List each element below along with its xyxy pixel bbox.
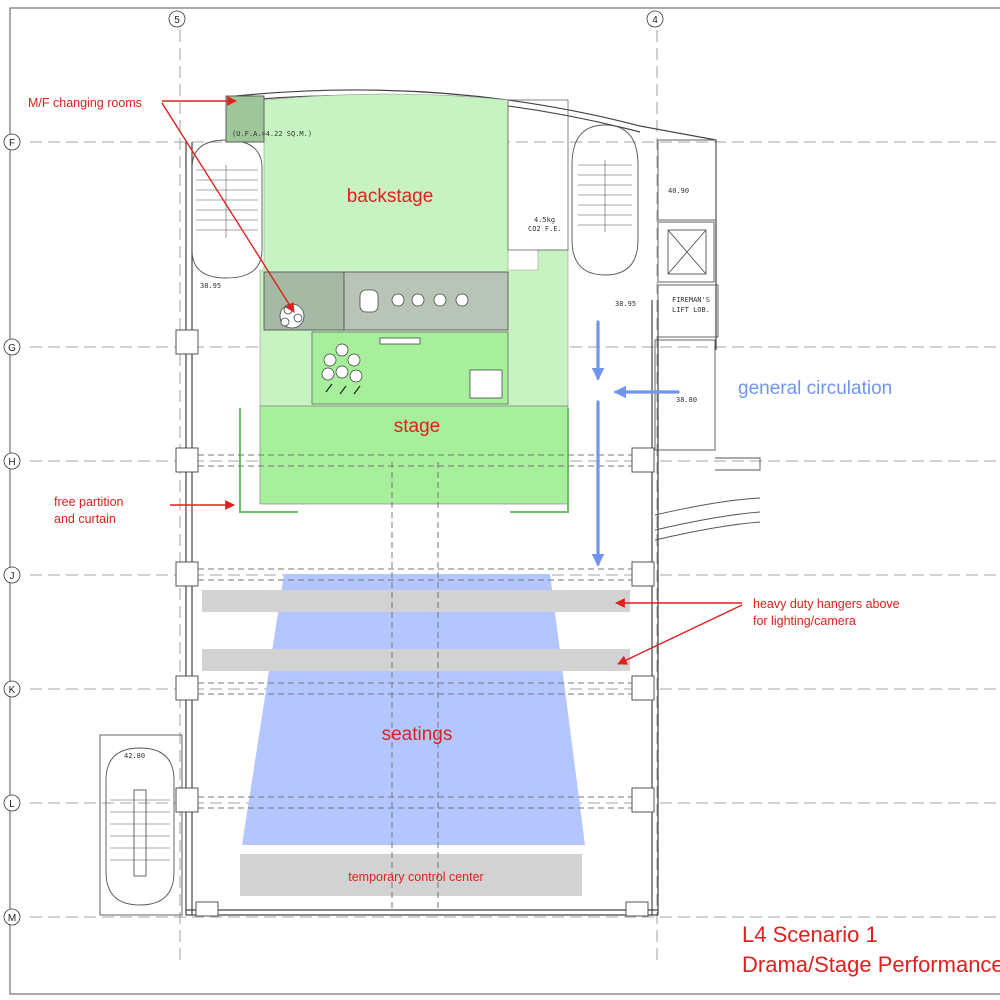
bottom-left-stair (99, 734, 183, 916)
lift-lobby-note-2: LIFT LOB. (672, 306, 710, 314)
level-note-stair: 42.80 (124, 752, 145, 760)
circulation-arrows (591, 320, 680, 567)
seating-zone (242, 574, 585, 845)
level-note-right: 38.95 (615, 300, 636, 308)
hanger-bar-lower (202, 649, 630, 671)
drawing-border (9, 7, 1000, 995)
control-center-zone (240, 854, 582, 896)
grid-bubble-col-5: 5 (168, 10, 186, 28)
grid-label-row-j: J (10, 571, 15, 582)
right-stair (571, 124, 639, 276)
seatings-label: seatings (382, 724, 453, 745)
lighting-stands (325, 383, 361, 395)
level-note-left: 38.95 (200, 282, 221, 290)
level-note-lobby: 38.80 (676, 396, 697, 404)
ufa-note: (U.F.A.=4.22 SQ.M.) (232, 130, 312, 138)
partition-note-line1: free partition (54, 495, 124, 509)
grid-label-row-h: H (8, 457, 15, 468)
grid-label-col-4: 4 (652, 15, 658, 26)
hanger-bar-upper (202, 590, 630, 612)
washbasins (359, 289, 469, 313)
grid-bubbles-rows: F G H J K L M (3, 133, 21, 926)
grid-label-col-5: 5 (174, 15, 180, 26)
scenario-title: L4 Scenario 1 (742, 922, 878, 947)
free-partition (239, 408, 569, 513)
grid-label-row-l: L (9, 799, 15, 810)
extinguisher-note-1: 4.5kg (534, 216, 555, 224)
grid-label-row-g: G (8, 343, 16, 354)
grid-label-row-m: M (8, 913, 16, 924)
stage-label: stage (394, 416, 440, 437)
hangers-note-line2: for lighting/camera (753, 614, 856, 628)
backstage-corridor (507, 99, 569, 251)
level-note-toilet: 40.90 (668, 187, 689, 195)
backstage-label: backstage (347, 186, 434, 207)
hangers-note-line1: heavy duty hangers above (753, 597, 900, 611)
grid-label-row-k: K (9, 685, 16, 696)
extinguisher-note-2: CO2 F.E. (528, 225, 562, 233)
building-walls (185, 89, 717, 916)
changing-rooms-note: M/F changing rooms (28, 96, 142, 110)
right-core (654, 139, 761, 541)
grid-bubble-col-4: 4 (646, 10, 664, 28)
grid-label-row-f: F (9, 138, 15, 149)
left-stair (191, 139, 263, 279)
lift-lobby-note-1: FIREMAN'S (672, 296, 710, 304)
stage-props (321, 337, 503, 399)
control-center-label: temporary control center (348, 870, 483, 884)
structural-columns (175, 329, 655, 917)
changing-rooms-arrows (161, 96, 295, 313)
changing-room-lower (263, 271, 345, 331)
general-circulation-label: general circulation (738, 378, 892, 399)
scenario-subtitle: Drama/Stage Performance (742, 952, 1000, 977)
partition-note-line2: and curtain (54, 512, 116, 526)
overhead-dashed-lines (198, 454, 632, 912)
hangers-arrows (615, 598, 743, 665)
